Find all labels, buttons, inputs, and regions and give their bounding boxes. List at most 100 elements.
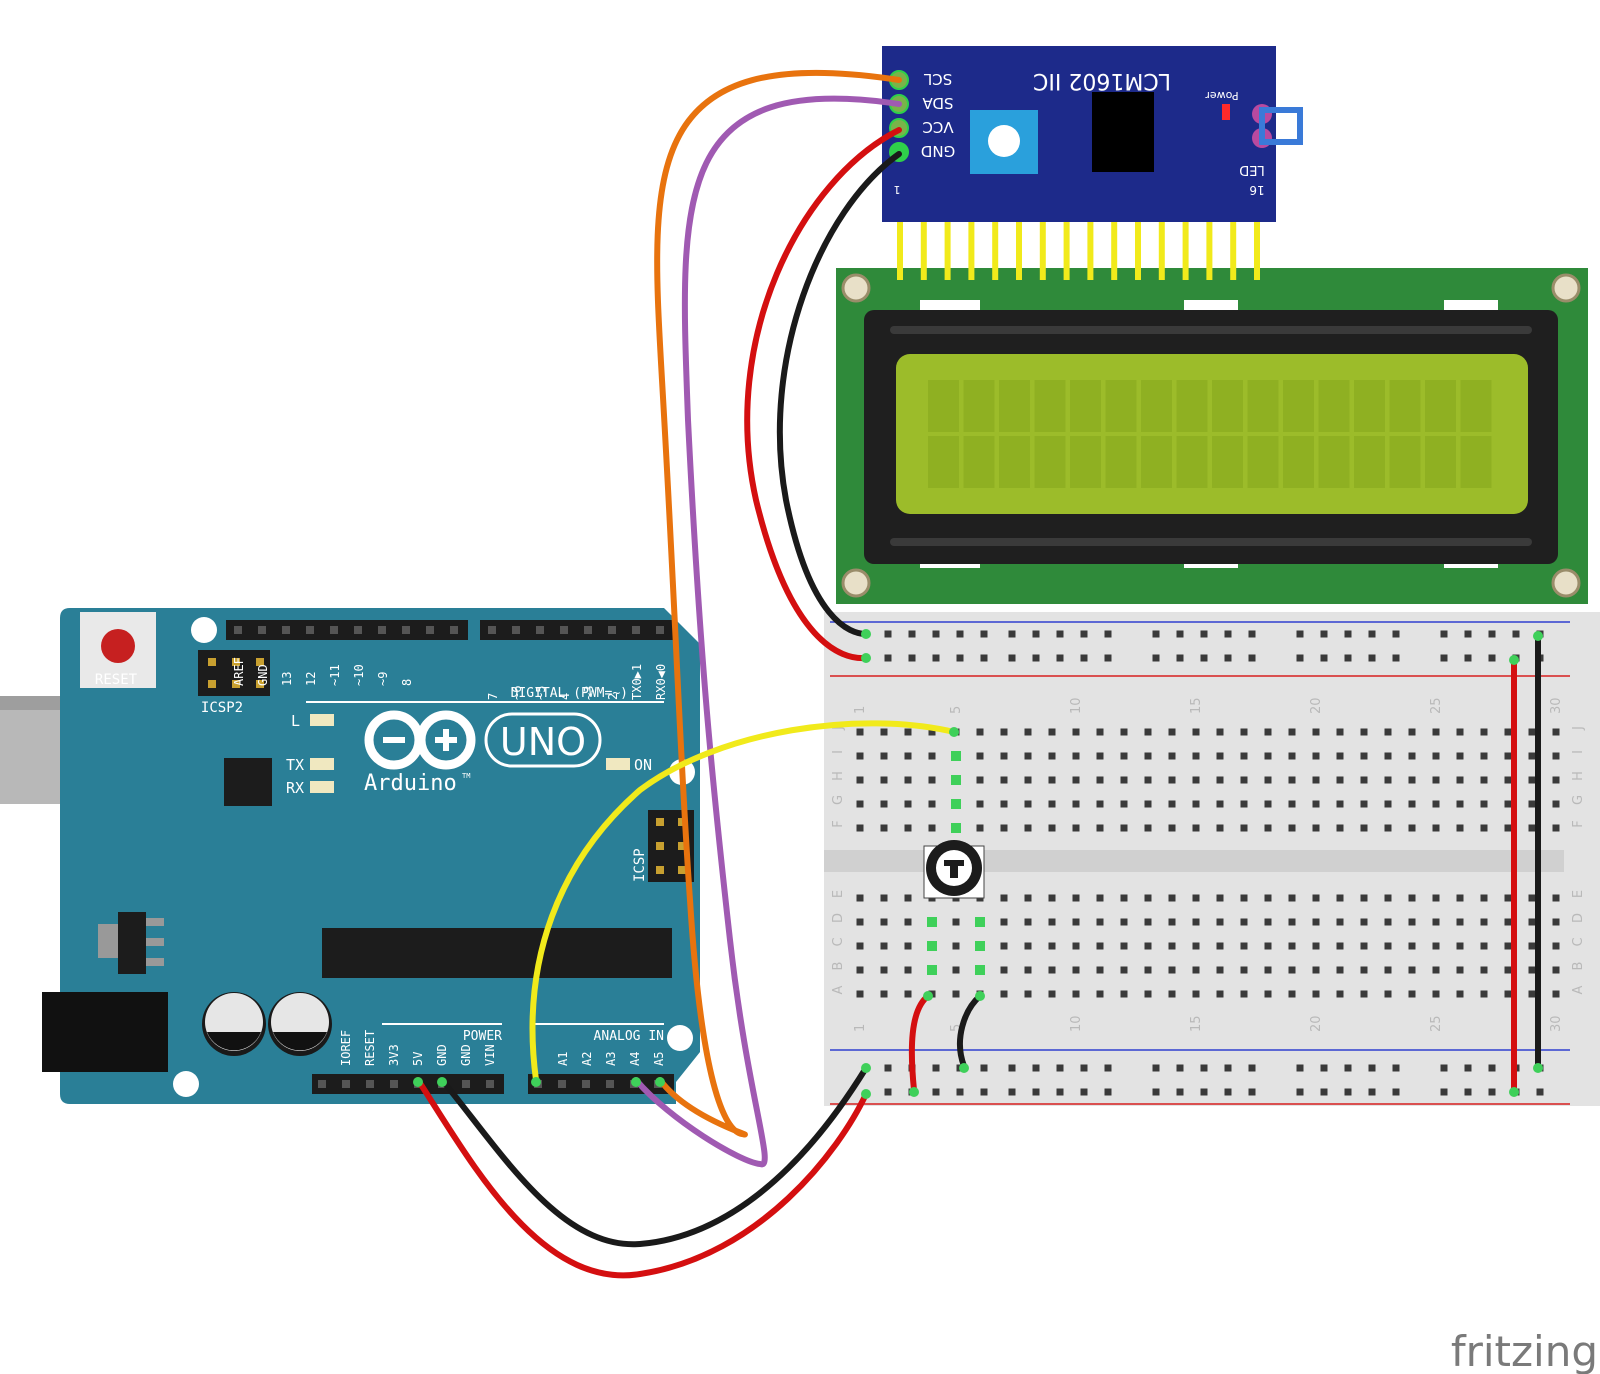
breadboard-hole[interactable] <box>1408 752 1416 760</box>
rail-hole[interactable] <box>1488 630 1496 638</box>
breadboard-hole[interactable] <box>1480 752 1488 760</box>
breadboard-hole[interactable] <box>1096 728 1104 736</box>
reset-button-icon[interactable] <box>101 629 135 663</box>
breadboard-hole[interactable] <box>1408 894 1416 902</box>
breadboard-hole[interactable] <box>1288 990 1296 998</box>
breadboard-hole[interactable] <box>1288 942 1296 950</box>
rail-hole[interactable] <box>1224 1088 1232 1096</box>
breadboard-hole[interactable] <box>1072 776 1080 784</box>
breadboard-hole[interactable] <box>1432 752 1440 760</box>
breadboard-hole[interactable] <box>904 894 912 902</box>
breadboard-hole[interactable] <box>1384 776 1392 784</box>
rail-hole[interactable] <box>1032 654 1040 662</box>
rail-hole[interactable] <box>932 630 940 638</box>
breadboard-hole[interactable] <box>1192 728 1200 736</box>
breadboard-hole[interactable] <box>928 800 936 808</box>
breadboard-hole[interactable] <box>1216 918 1224 926</box>
rail-hole[interactable] <box>1056 654 1064 662</box>
breadboard-hole[interactable] <box>1120 894 1128 902</box>
rail-hole[interactable] <box>1248 1064 1256 1072</box>
rail-hole[interactable] <box>1176 1088 1184 1096</box>
breadboard-hole[interactable] <box>1528 800 1536 808</box>
header-pin[interactable] <box>306 626 314 634</box>
breadboard-hole[interactable] <box>1264 752 1272 760</box>
breadboard-hole[interactable] <box>1240 752 1248 760</box>
breadboard-hole[interactable] <box>1288 894 1296 902</box>
breadboard-hole[interactable] <box>1432 990 1440 998</box>
breadboard-hole[interactable] <box>1168 728 1176 736</box>
breadboard-hole[interactable] <box>1168 824 1176 832</box>
breadboard-hole[interactable] <box>1048 990 1056 998</box>
breadboard-hole[interactable] <box>1480 918 1488 926</box>
rail-hole[interactable] <box>1152 1088 1160 1096</box>
breadboard-hole[interactable] <box>856 966 864 974</box>
header-pin[interactable] <box>678 866 686 874</box>
rail-hole[interactable] <box>908 630 916 638</box>
breadboard-hole[interactable] <box>1024 942 1032 950</box>
rail-hole[interactable] <box>1464 1088 1472 1096</box>
breadboard-hole[interactable] <box>1264 918 1272 926</box>
breadboard-hole[interactable] <box>952 966 960 974</box>
breadboard-hole[interactable] <box>1504 752 1512 760</box>
breadboard-hole[interactable] <box>1480 966 1488 974</box>
breadboard-hole[interactable] <box>1072 966 1080 974</box>
rail-hole[interactable] <box>1008 1088 1016 1096</box>
breadboard-hole[interactable] <box>976 728 984 736</box>
breadboard-hole[interactable] <box>1552 800 1560 808</box>
breadboard-hole[interactable] <box>1072 942 1080 950</box>
breadboard-hole[interactable] <box>1432 942 1440 950</box>
breadboard-hole[interactable] <box>1192 966 1200 974</box>
rail-hole[interactable] <box>1392 630 1400 638</box>
breadboard-hole[interactable] <box>856 942 864 950</box>
breadboard-hole[interactable] <box>1480 728 1488 736</box>
breadboard-hole[interactable] <box>1552 752 1560 760</box>
rail-hole[interactable] <box>1392 1088 1400 1096</box>
breadboard-hole[interactable] <box>880 942 888 950</box>
breadboard-hole[interactable] <box>1240 776 1248 784</box>
breadboard-hole[interactable] <box>1096 800 1104 808</box>
breadboard-hole[interactable] <box>1288 824 1296 832</box>
breadboard-hole[interactable] <box>1096 918 1104 926</box>
breadboard-hole[interactable] <box>1120 918 1128 926</box>
breadboard-hole[interactable] <box>1072 990 1080 998</box>
rail-hole[interactable] <box>932 654 940 662</box>
header-pin[interactable] <box>488 626 496 634</box>
breadboard-hole[interactable] <box>1120 824 1128 832</box>
breadboard-hole[interactable] <box>1312 894 1320 902</box>
rail-hole[interactable] <box>1320 654 1328 662</box>
rail-hole[interactable] <box>1296 1088 1304 1096</box>
breadboard-hole[interactable] <box>1168 752 1176 760</box>
breadboard-hole[interactable] <box>1312 824 1320 832</box>
header-pin[interactable] <box>632 626 640 634</box>
breadboard-hole[interactable] <box>1072 894 1080 902</box>
breadboard-hole[interactable] <box>1000 800 1008 808</box>
breadboard-hole[interactable] <box>1240 824 1248 832</box>
breadboard-hole[interactable] <box>904 800 912 808</box>
header-pin[interactable] <box>402 626 410 634</box>
breadboard-hole[interactable] <box>1336 990 1344 998</box>
breadboard-hole[interactable] <box>1432 894 1440 902</box>
breadboard-hole[interactable] <box>1288 728 1296 736</box>
breadboard-hole[interactable] <box>1216 776 1224 784</box>
breadboard-hole[interactable] <box>1240 942 1248 950</box>
rail-hole[interactable] <box>1056 1088 1064 1096</box>
breadboard-hole[interactable] <box>880 824 888 832</box>
rail-hole[interactable] <box>980 654 988 662</box>
wire-gnd[interactable] <box>776 151 902 637</box>
breadboard-hole[interactable] <box>1336 894 1344 902</box>
header-pin[interactable] <box>462 1080 470 1088</box>
rail-hole[interactable] <box>956 654 964 662</box>
rail-hole[interactable] <box>1512 630 1520 638</box>
breadboard-hole[interactable] <box>1024 918 1032 926</box>
rail-hole[interactable] <box>1104 1064 1112 1072</box>
breadboard-hole[interactable] <box>1048 942 1056 950</box>
breadboard-hole[interactable] <box>1408 800 1416 808</box>
header-pin[interactable] <box>366 1080 374 1088</box>
breadboard-hole[interactable] <box>1360 776 1368 784</box>
breadboard-hole[interactable] <box>1408 990 1416 998</box>
header-pin[interactable] <box>256 680 264 688</box>
breadboard-hole[interactable] <box>1432 966 1440 974</box>
breadboard-hole[interactable] <box>1336 776 1344 784</box>
breadboard-hole[interactable] <box>1288 966 1296 974</box>
breadboard-hole[interactable] <box>1240 966 1248 974</box>
